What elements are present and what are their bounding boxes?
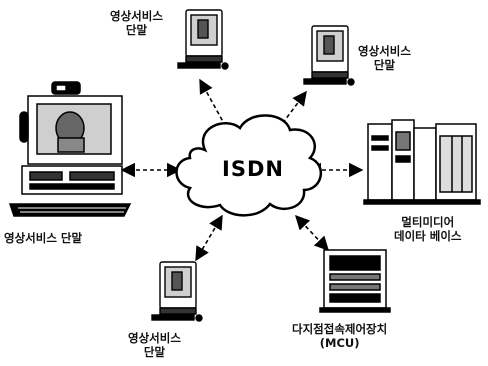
label-top-right-terminal: 영상서비스 단말	[358, 44, 411, 72]
label-mcu: 다지점접속제어장치 (MCU)	[292, 322, 387, 350]
label-bottom-left-line2: 단말	[143, 345, 166, 359]
label-database-line1: 멀티미디어	[401, 215, 455, 229]
terminal-top-left	[177, 9, 229, 70]
label-mcu-line2: (MCU)	[319, 336, 360, 350]
workstation-left	[8, 81, 132, 217]
label-bottom-left-line1: 영상서비스	[128, 331, 181, 345]
link-bottom-left	[195, 214, 223, 262]
label-top-left-line1: 영상서비스	[110, 9, 163, 23]
link-bottom-right	[295, 214, 329, 252]
label-top-left-line2: 단말	[125, 23, 148, 37]
connection-lines	[120, 78, 364, 262]
label-multimedia-database: 멀티미디어 데이타 베이스	[394, 215, 461, 243]
label-left-terminal: 영상서비스 단말	[4, 231, 82, 245]
label-mcu-line1: 다지점접속제어장치	[292, 322, 388, 336]
terminal-top-right	[303, 25, 355, 86]
isdn-label: ISDN	[222, 157, 284, 181]
terminal-bottom-left	[151, 261, 203, 322]
mcu-device	[319, 249, 391, 313]
link-top-right	[275, 90, 307, 134]
multimedia-database	[363, 119, 481, 205]
label-left-line1: 영상서비스 단말	[4, 231, 83, 245]
label-database-line2: 데이타 베이스	[394, 229, 462, 243]
label-top-left-terminal: 영상서비스 단말	[110, 9, 163, 37]
label-top-right-line2: 단말	[373, 58, 396, 72]
isdn-cloud	[175, 114, 323, 217]
label-top-right-line1: 영상서비스	[358, 44, 411, 58]
label-bottom-left-terminal: 영상서비스 단말	[128, 331, 181, 359]
